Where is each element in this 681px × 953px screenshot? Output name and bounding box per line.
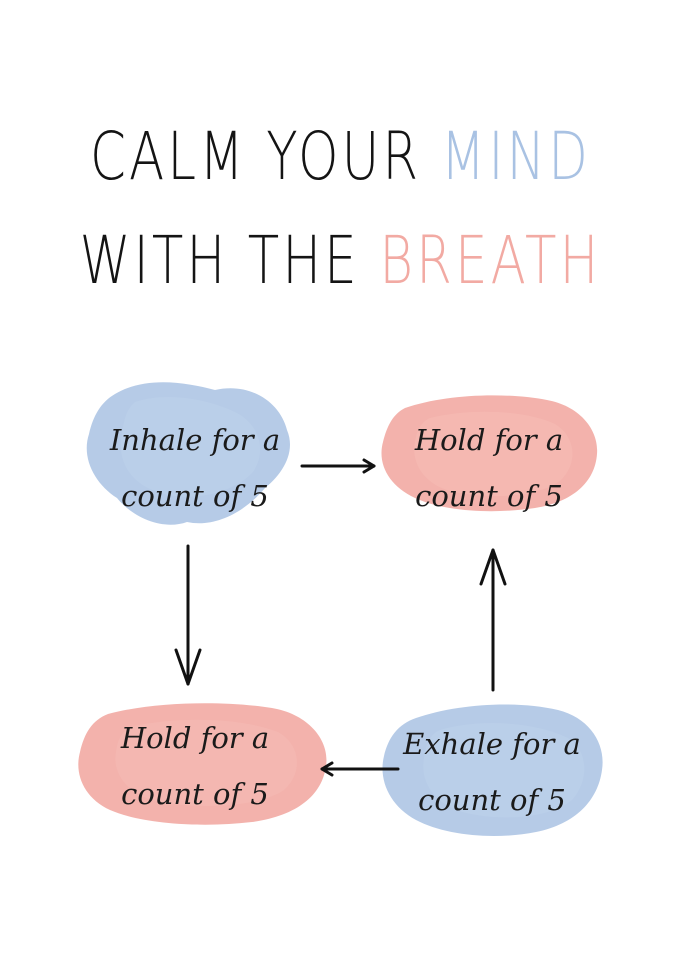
step-hold-bottom: Hold for a count of 5 [80,710,310,822]
blob-hold-bottom [78,703,327,825]
title-line-1: CALM YOUR MIND [75,124,606,190]
step-exhale-line2: count of 5 [418,783,566,817]
step-exhale-line1: Exhale for a [403,727,581,761]
title-with-the: WITH THE [79,222,360,299]
blob-hold-top [381,395,598,512]
arrow-up-icon [479,548,507,692]
arrow-left-icon [320,761,400,777]
blob-inhale [86,382,290,525]
step-exhale: Exhale for a count of 5 [376,716,608,828]
blob-exhale [382,704,603,836]
step-hold-top-line2: count of 5 [415,479,563,513]
title-calm-your: CALM YOUR [89,118,422,195]
step-hold-top: Hold for a count of 5 [375,412,603,524]
title-line-2: WITH THE BREATH [75,228,606,294]
step-hold-bottom-line2: count of 5 [121,777,269,811]
title-mind: MIND [440,118,592,195]
title-breath: BREATH [379,222,602,299]
step-hold-bottom-line1: Hold for a [120,721,270,755]
step-inhale-line1: Inhale for a [109,423,281,457]
arrow-down-icon [174,544,202,686]
step-hold-top-line1: Hold for a [414,423,564,457]
arrow-right-icon [300,458,376,474]
step-inhale-line2: count of 5 [121,479,269,513]
step-inhale: Inhale for a count of 5 [80,412,310,524]
